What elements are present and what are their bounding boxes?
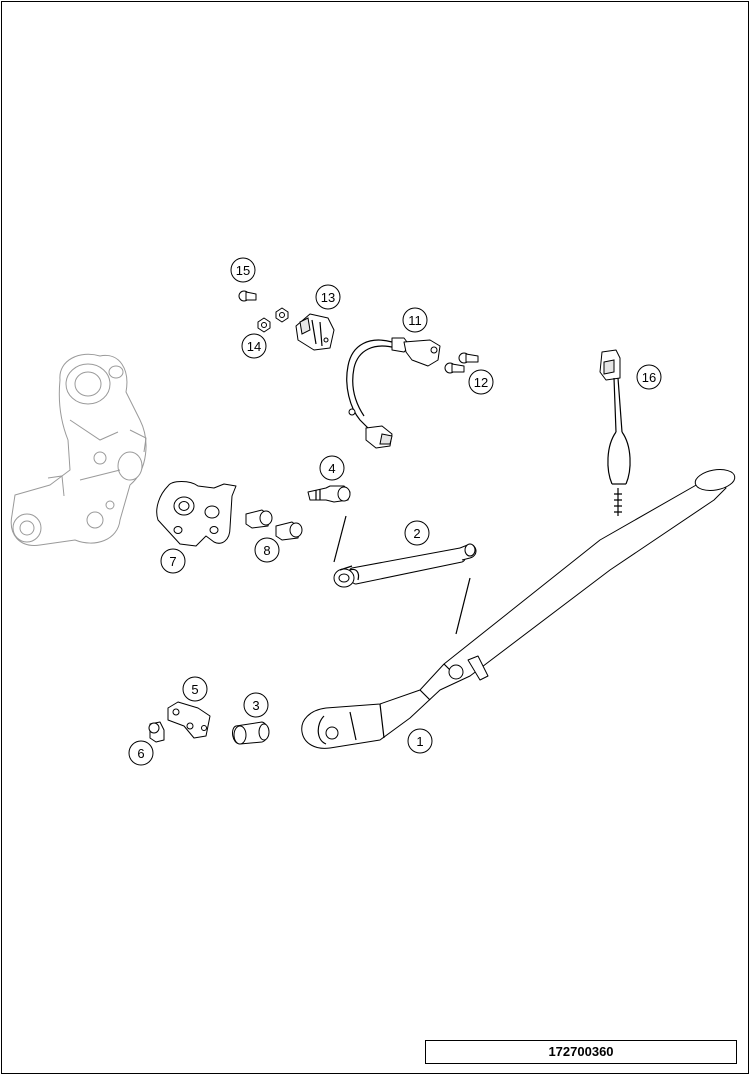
callout-1: 1	[407, 728, 433, 754]
callout-2-label: 2	[413, 526, 420, 541]
callout-12-label: 12	[474, 375, 488, 390]
part-13-side-stand-switch	[295, 313, 335, 351]
callout-11-label: 11	[408, 313, 422, 328]
leader-line-spring-left	[333, 515, 347, 563]
callout-11: 11	[402, 307, 428, 333]
part-8-bolts	[245, 509, 303, 541]
callout-14-label: 14	[247, 339, 261, 354]
callout-8-label: 8	[263, 543, 270, 558]
part-7-mounting-plate	[156, 481, 237, 547]
part-5-bracket	[167, 701, 211, 739]
part-11-switch-harness	[346, 337, 441, 449]
part-4-pivot-bolt	[307, 485, 351, 503]
part-2-spring	[333, 543, 477, 588]
callout-3-label: 3	[252, 698, 259, 713]
callout-3: 3	[243, 692, 269, 718]
callout-15-label: 15	[236, 263, 250, 278]
callout-13: 13	[315, 284, 341, 310]
callout-13-label: 13	[321, 290, 335, 305]
callout-6: 6	[128, 740, 154, 766]
callout-8: 8	[254, 537, 280, 563]
callout-15: 15	[230, 257, 256, 283]
callout-14: 14	[241, 333, 267, 359]
callout-6-label: 6	[137, 746, 144, 761]
part-16-cable-tie	[599, 349, 631, 516]
part-6-screw	[148, 721, 165, 743]
callout-16: 16	[636, 364, 662, 390]
callout-5: 5	[182, 676, 208, 702]
part-12-screws	[444, 352, 479, 374]
leader-line-spring-right	[455, 577, 471, 635]
part-3-bushing	[232, 721, 270, 745]
part-14-nuts	[257, 307, 289, 333]
callout-1-label: 1	[416, 734, 423, 749]
callout-7-label: 7	[169, 554, 176, 569]
part-1-side-stand	[301, 469, 736, 749]
drawing-number: 172700360	[425, 1040, 737, 1064]
callout-2: 2	[404, 520, 430, 546]
callout-16-label: 16	[642, 370, 656, 385]
callout-4-label: 4	[328, 461, 335, 476]
callout-12: 12	[468, 369, 494, 395]
part-15-screw	[238, 290, 257, 302]
callout-4: 4	[319, 455, 345, 481]
frame-bracket-ghost	[10, 353, 147, 546]
callout-5-label: 5	[191, 682, 198, 697]
callout-7: 7	[160, 548, 186, 574]
